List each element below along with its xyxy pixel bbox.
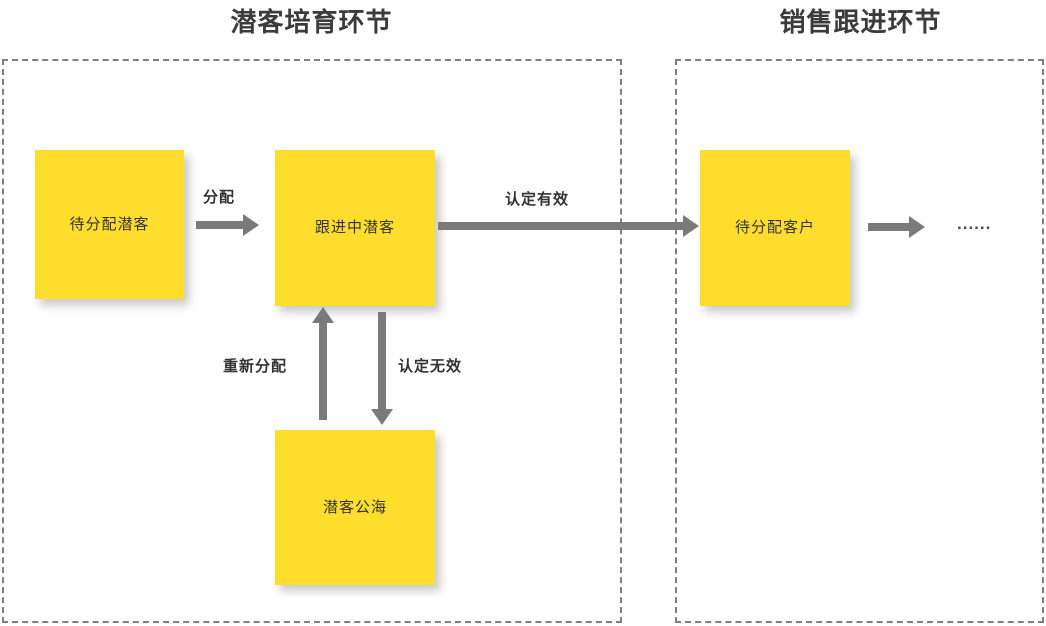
node-following-lead[interactable]: 跟进中潜客: [275, 150, 435, 306]
section-title-sales-followup: 销售跟进环节: [779, 7, 942, 37]
arrow-invalid-icon: [378, 312, 386, 410]
edge-label-assign: 分配: [203, 189, 236, 206]
node-label: 待分配潜客: [69, 215, 150, 233]
node-label: 潜客公海: [322, 498, 387, 516]
edge-label-valid: 认定有效: [505, 191, 570, 208]
node-label: 跟进中潜客: [314, 219, 395, 237]
stage-container-sales-followup: [675, 59, 1044, 623]
stage-container-lead-nurturing: [2, 59, 622, 623]
section-title-lead-nurturing: 潜客培育环节: [230, 7, 393, 37]
arrow-assign-icon: [196, 221, 244, 229]
edge-label-reassign: 重新分配: [223, 358, 288, 375]
node-label: 待分配客户: [734, 219, 815, 237]
node-unassigned-customer[interactable]: 待分配客户: [700, 150, 850, 306]
arrow-next-icon: [868, 223, 910, 231]
continuation-ellipsis: ......: [957, 214, 992, 233]
arrow-reassign-icon: [319, 322, 327, 420]
arrow-valid-icon: [438, 222, 684, 230]
node-unassigned-lead[interactable]: 待分配潜客: [35, 150, 184, 299]
node-lead-pool[interactable]: 潜客公海: [275, 430, 435, 585]
edge-label-invalid: 认定无效: [398, 358, 463, 375]
